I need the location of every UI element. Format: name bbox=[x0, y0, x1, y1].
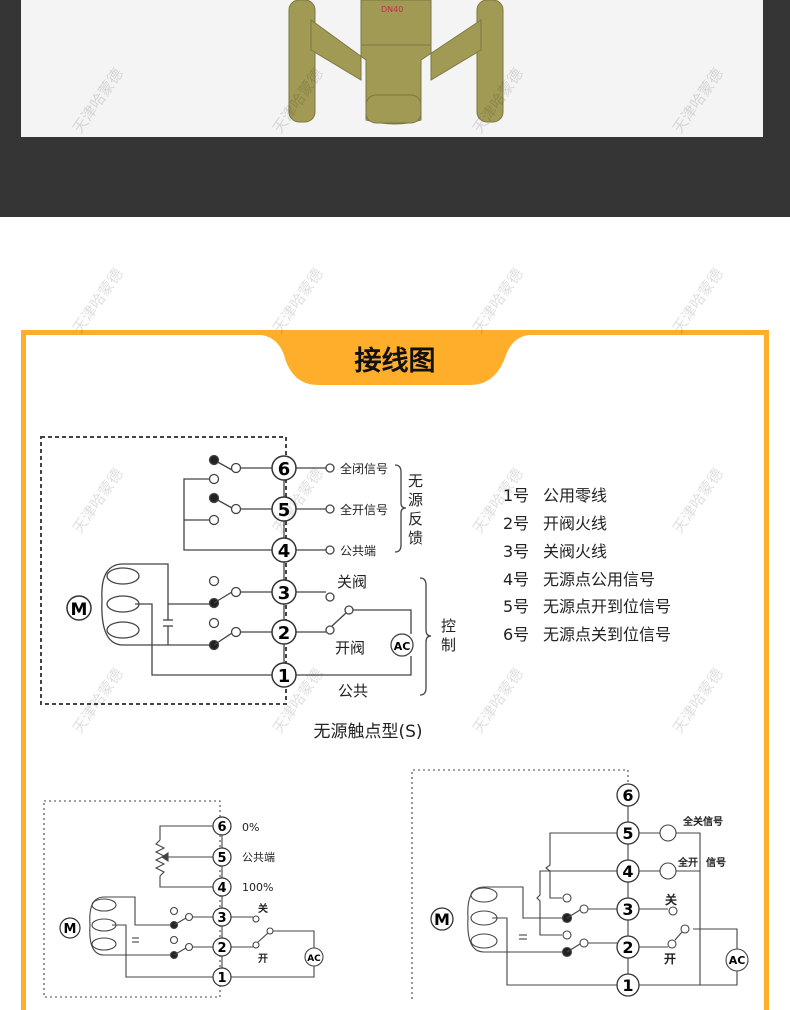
motor-label: M bbox=[64, 922, 77, 937]
feedback-group-label: 无源反馈 bbox=[408, 472, 424, 547]
terminal-6: 6 bbox=[278, 459, 291, 480]
label-open: 开 bbox=[664, 952, 676, 966]
terminal-1: 1 bbox=[217, 971, 226, 986]
label-full-close-signal: 全关信号 bbox=[682, 815, 723, 828]
terminal-5: 5 bbox=[217, 851, 226, 866]
ac-label: AC bbox=[729, 954, 746, 967]
legend-desc: 关阀火线 bbox=[543, 542, 607, 561]
label-open-valve: 开阀 bbox=[335, 639, 365, 657]
legend-num: 3号 bbox=[503, 542, 529, 561]
terminal-4: 4 bbox=[217, 881, 226, 896]
legend-num: 2号 bbox=[503, 514, 529, 533]
ac-source-icon bbox=[390, 633, 414, 657]
terminal-2: 2 bbox=[278, 623, 291, 644]
ac-source-icon bbox=[725, 948, 749, 972]
motor-icon bbox=[66, 595, 92, 621]
label-signal: 信号 bbox=[706, 856, 726, 869]
wiring-section-frame bbox=[21, 330, 769, 1010]
label-common-terminal: 公共端 bbox=[242, 851, 275, 864]
valve-image: DN40 bbox=[288, 0, 504, 125]
label-open: 开 bbox=[258, 953, 268, 965]
label-common-terminal: 公共端 bbox=[340, 544, 376, 558]
svg-text:DN40: DN40 bbox=[381, 5, 403, 14]
label-common: 公共 bbox=[338, 682, 368, 700]
section-title: 接线图 bbox=[355, 346, 436, 377]
terminal-4: 4 bbox=[622, 862, 633, 881]
legend-num: 6号 bbox=[503, 625, 529, 644]
legend-desc: 无源点开到位信号 bbox=[543, 597, 671, 616]
terminals-s: 6 5 4 3 2 1 M AC bbox=[66, 455, 411, 688]
terminal-4: 4 bbox=[278, 541, 291, 562]
diagram-passive-contact bbox=[40, 436, 432, 705]
legend-desc: 开阀火线 bbox=[543, 514, 607, 533]
terminal-6: 6 bbox=[622, 786, 633, 805]
legend-num: 1号 bbox=[503, 486, 529, 505]
legend-num: 5号 bbox=[503, 597, 529, 616]
terminal-2: 2 bbox=[217, 941, 226, 956]
valve-photo: DN40 bbox=[21, 0, 763, 137]
control-group-label: 控制 bbox=[441, 617, 457, 654]
motor-label: M bbox=[434, 910, 450, 929]
terminal-5: 5 bbox=[278, 500, 291, 521]
terminal-2: 2 bbox=[622, 938, 633, 957]
label-0-percent: 0% bbox=[242, 821, 259, 834]
motor-label: M bbox=[71, 600, 88, 620]
terminal-3: 3 bbox=[278, 583, 291, 604]
terminal-1: 1 bbox=[278, 666, 291, 687]
terminal-3: 3 bbox=[622, 900, 633, 919]
label-full-open-signal: 全开信号 bbox=[340, 502, 388, 517]
ac-label: AC bbox=[307, 954, 321, 964]
ac-label: AC bbox=[394, 640, 411, 653]
label-100-percent: 100% bbox=[242, 881, 273, 894]
label-close: 关 bbox=[258, 902, 268, 915]
diagram-lamp-signal bbox=[411, 769, 749, 999]
ac-source-icon bbox=[304, 947, 324, 967]
label-close: 关 bbox=[665, 892, 677, 907]
terminal-6: 6 bbox=[217, 820, 226, 835]
terminal-1: 1 bbox=[622, 976, 633, 995]
terminal-legend: 1号公用零线 2号开阀火线 3号关阀火线 4号无源点公用信号 5号无源点开到位信… bbox=[503, 486, 671, 644]
label-full-close-signal: 全闭信号 bbox=[340, 461, 388, 476]
section-title-tab bbox=[262, 335, 528, 385]
label-close-valve: 关阀 bbox=[337, 573, 367, 591]
label-full-open: 全开 bbox=[677, 856, 698, 869]
legend-desc: 无源点关到位信号 bbox=[543, 625, 671, 644]
diagram-caption: 无源触点型(S) bbox=[313, 722, 422, 742]
diagram-potentiometer bbox=[43, 800, 324, 998]
legend-desc: 公用零线 bbox=[543, 486, 607, 505]
terminal-3: 3 bbox=[217, 911, 226, 926]
legend-num: 4号 bbox=[503, 570, 529, 589]
legend-desc: 无源点公用信号 bbox=[543, 570, 655, 589]
terminal-5: 5 bbox=[622, 824, 633, 843]
